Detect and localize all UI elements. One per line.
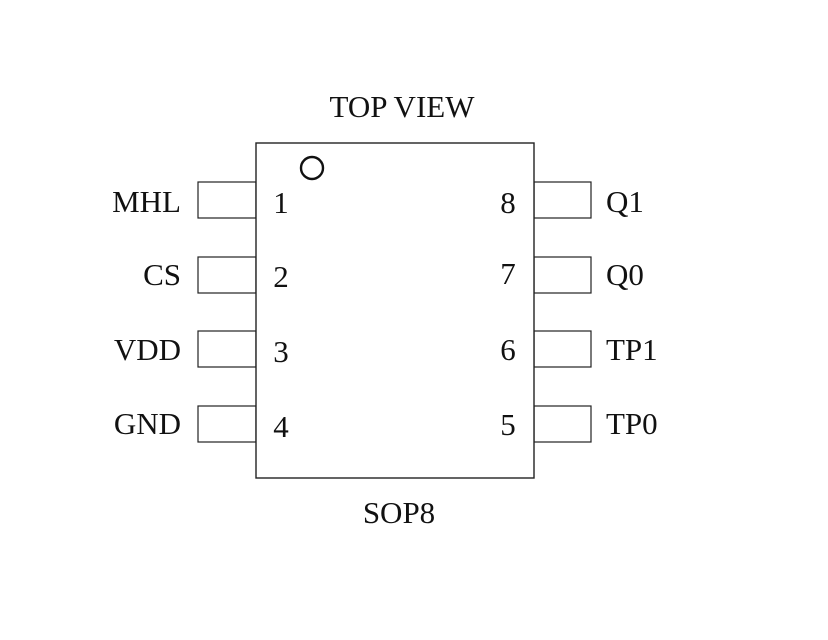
pin-5-name: TP0 <box>606 406 658 441</box>
pin-8-pad <box>533 181 592 219</box>
pin-3-name: VDD <box>114 332 181 367</box>
pin-4-name: GND <box>114 406 181 441</box>
pin-5-number: 5 <box>500 407 516 442</box>
package-body <box>255 142 535 479</box>
pin-3-pad <box>197 330 257 368</box>
pin-7-pad <box>533 256 592 294</box>
pin1-orientation-dot <box>299 155 325 181</box>
pin-1-pad <box>197 181 257 219</box>
pin-1-name: MHL <box>112 184 181 219</box>
pin-2-name: CS <box>143 257 181 292</box>
pin-6-name: TP1 <box>606 332 658 367</box>
pin-1-number: 1 <box>273 185 289 220</box>
pin-6-pad <box>533 330 592 368</box>
pin-3-number: 3 <box>273 334 289 369</box>
pin-4-pad <box>197 405 257 443</box>
package-label: SOP8 <box>363 495 435 530</box>
pin-8-number: 8 <box>500 185 516 220</box>
pin-8-name: Q1 <box>606 184 644 219</box>
pin-2-pad <box>197 256 257 294</box>
pin-6-number: 6 <box>500 332 516 367</box>
top-view-title: TOP VIEW <box>330 89 476 124</box>
pin-2-number: 2 <box>273 259 289 294</box>
pin-7-number: 7 <box>500 256 516 291</box>
pin-7-name: Q0 <box>606 257 644 292</box>
pin-5-pad <box>533 405 592 443</box>
pin-4-number: 4 <box>273 409 289 444</box>
